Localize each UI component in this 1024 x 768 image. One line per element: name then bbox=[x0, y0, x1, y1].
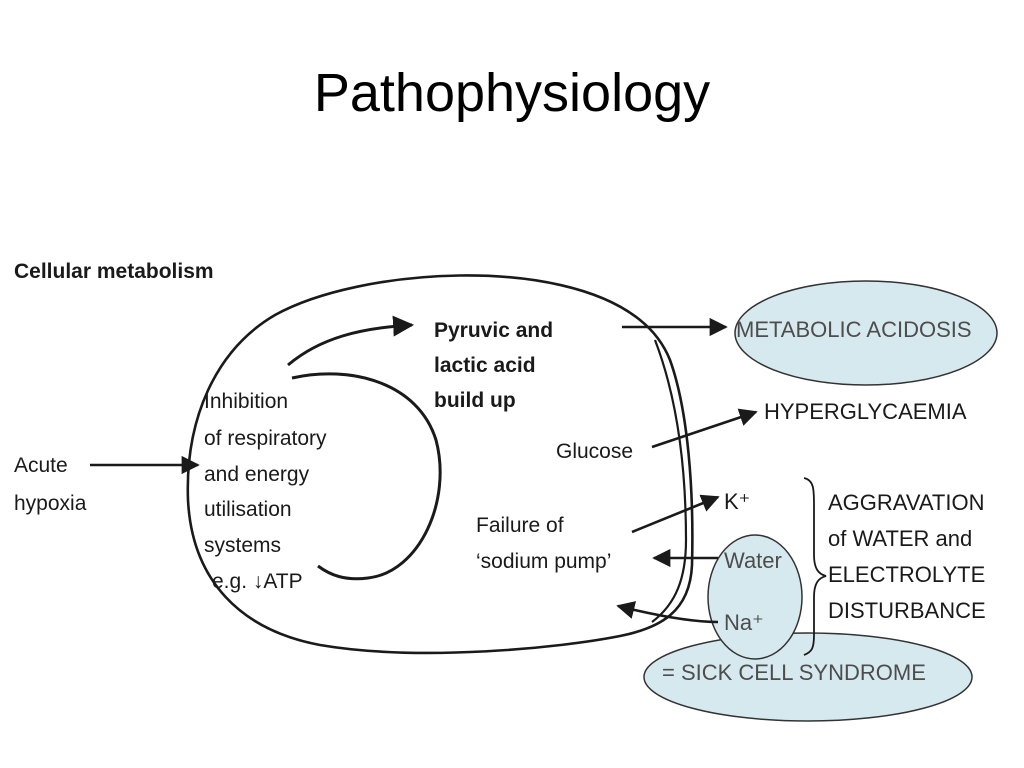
metabolic-acidosis-label: METABOLIC ACIDOSIS bbox=[736, 317, 972, 342]
sodium-label: Na⁺ bbox=[724, 610, 764, 635]
brace bbox=[803, 477, 827, 656]
sick-cell-highlight bbox=[643, 632, 973, 722]
potassium-label: K⁺ bbox=[724, 489, 750, 514]
membrane-line bbox=[651, 339, 688, 623]
water-sodium-highlight bbox=[707, 534, 803, 660]
aggravation-label: AGGRAVATION of WATER and ELECTROLYTE DIS… bbox=[828, 490, 991, 623]
inhibition-label: Inhibition of respiratory and energy uti… bbox=[204, 390, 332, 593]
cell-outline bbox=[186, 274, 694, 655]
sick-cell-syndrome-label: = SICK CELL SYNDROME bbox=[662, 660, 926, 685]
slide-title: Pathophysiology bbox=[313, 63, 711, 123]
glucose-label: Glucose bbox=[556, 440, 633, 463]
acute-hypoxia-label: Acute hypoxia bbox=[14, 454, 87, 515]
potassium-arrow bbox=[631, 494, 720, 534]
sodium-arrow bbox=[616, 601, 719, 624]
hyperglycaemia-arrow bbox=[651, 408, 758, 449]
metabolic-acidosis-highlight bbox=[734, 280, 998, 386]
cycle-arc bbox=[291, 372, 442, 581]
sodium-pump-label: Failure of ‘sodium pump’ bbox=[476, 514, 611, 573]
cycle-arrow-top bbox=[287, 315, 415, 367]
pyruvic-lactic-label: Pyruvic and lactic acid build up bbox=[434, 319, 559, 412]
hyperglycaemia-label: HYPERGLYCAEMIA bbox=[764, 399, 967, 424]
water-label: Water bbox=[724, 548, 782, 573]
diagram-heading: Cellular metabolism bbox=[14, 260, 214, 283]
